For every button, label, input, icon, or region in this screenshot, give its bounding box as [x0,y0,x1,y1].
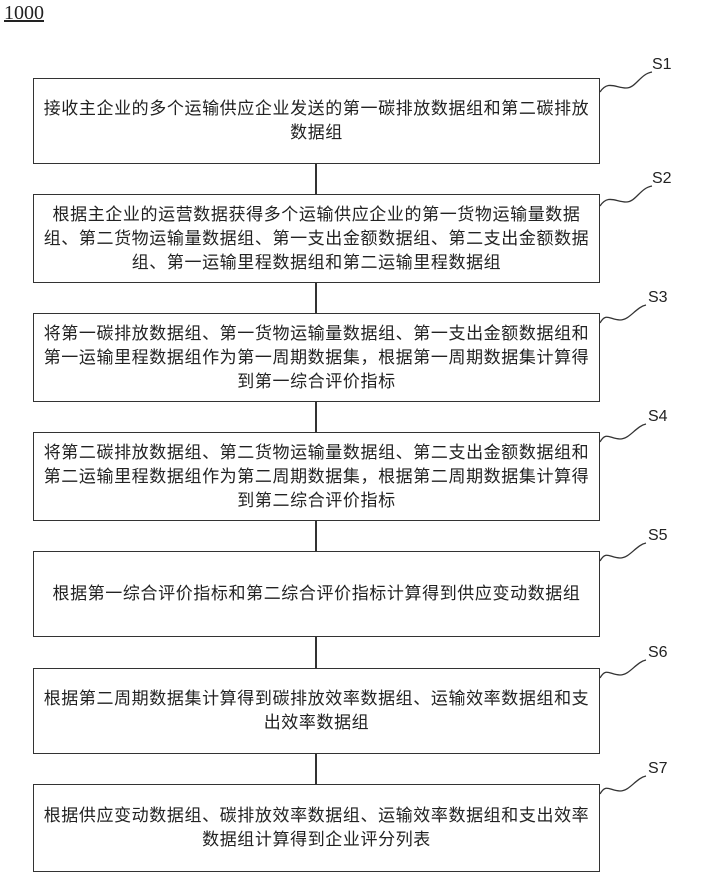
step-tag-s4: S4 [648,408,668,426]
leader-line-s6 [600,660,646,678]
step-tag-s5: S5 [648,527,668,545]
leader-line-s2 [600,186,652,206]
step-tag-s1: S1 [652,56,672,74]
step-tag-s3: S3 [648,289,668,307]
step-tag-s2: S2 [652,170,672,188]
leader-line-s1 [600,72,652,92]
step-tag-s7: S7 [648,760,668,778]
leader-line-s7 [600,776,646,794]
leader-line-s4 [600,424,646,442]
leader-line-s5 [600,543,646,561]
step-tag-s6: S6 [648,644,668,662]
leader-line-s3 [600,305,646,323]
